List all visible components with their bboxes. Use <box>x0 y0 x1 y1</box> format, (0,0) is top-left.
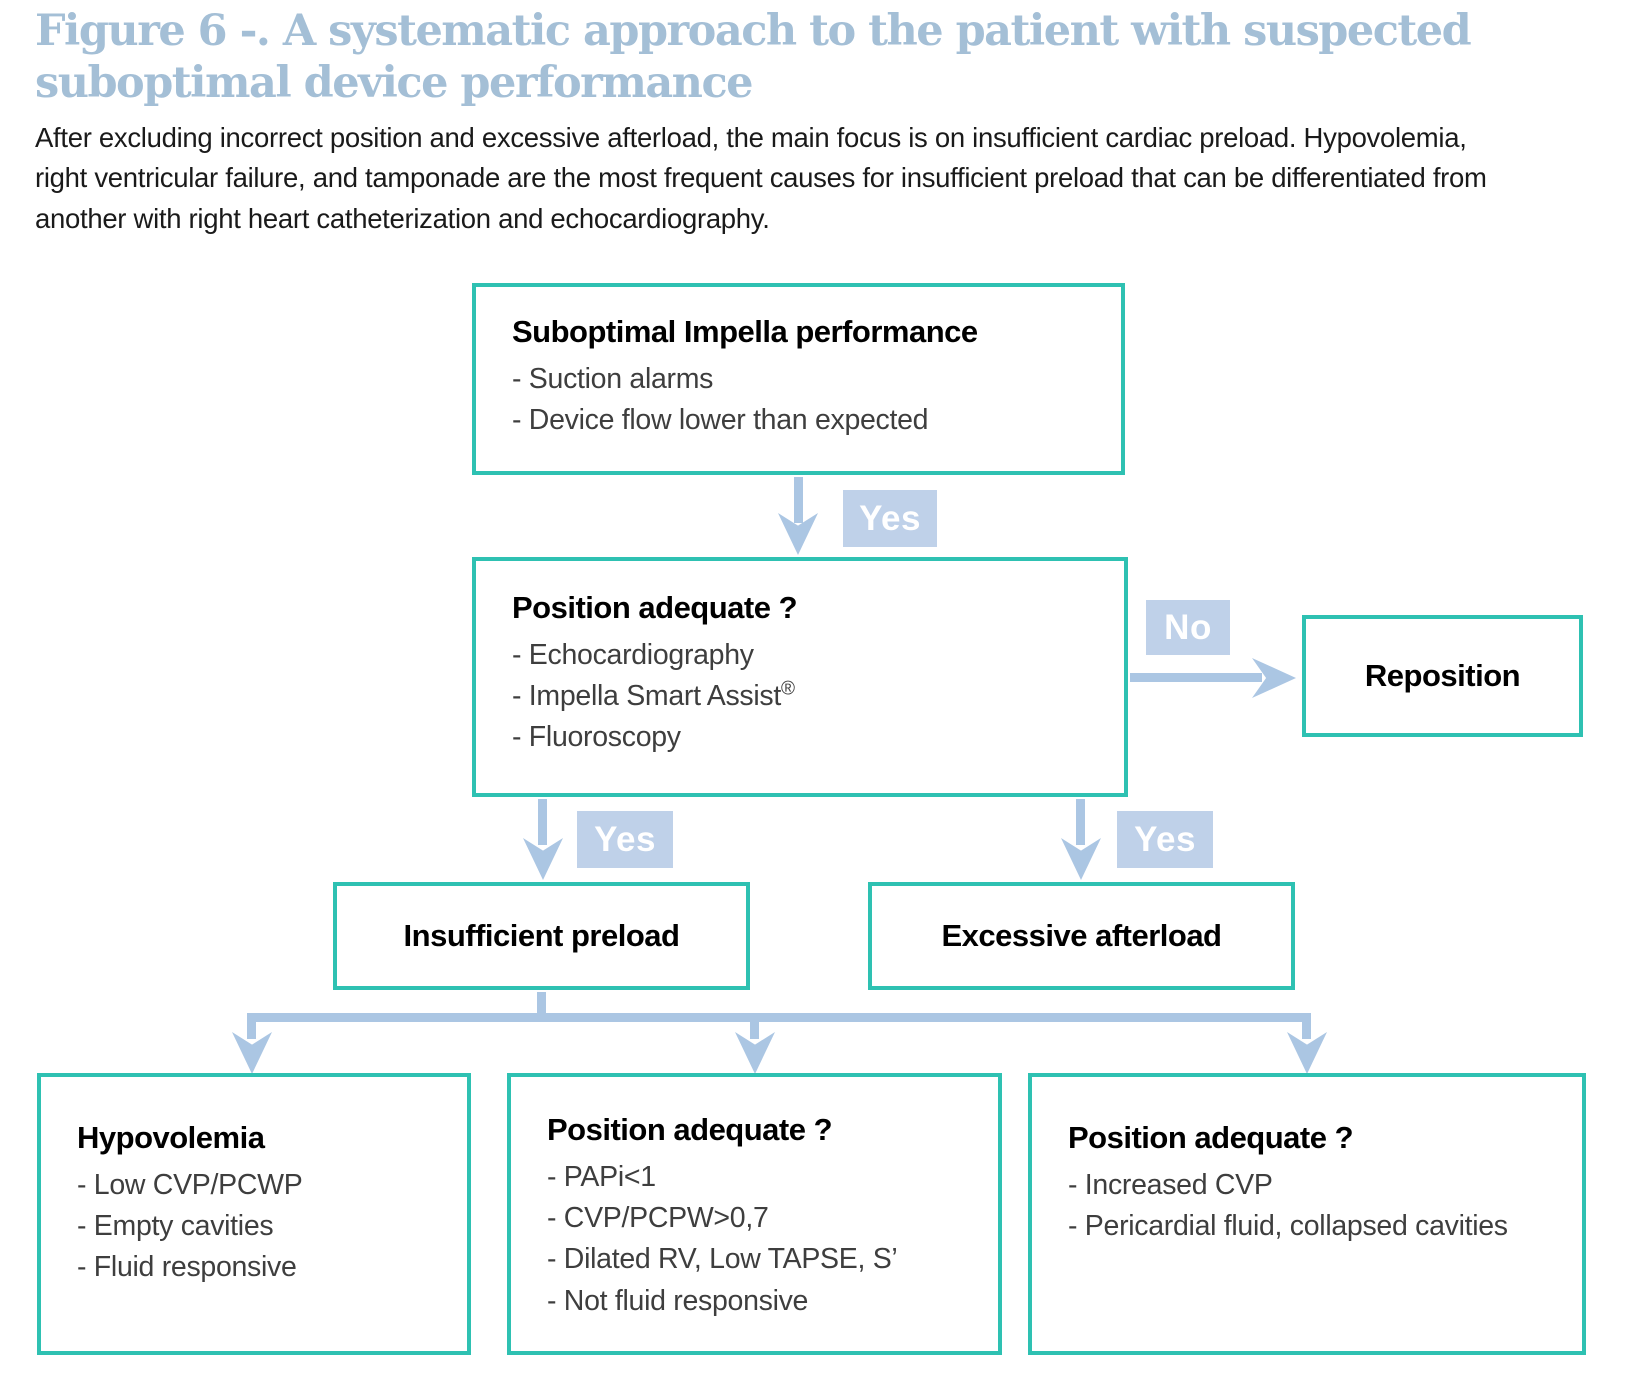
node-item: - Suction alarms <box>512 362 714 395</box>
node-item: - Fluoroscopy <box>512 721 681 754</box>
node-title: Position adequate ? <box>1068 1120 1354 1155</box>
node-title: Suboptimal Impella performance <box>512 314 978 349</box>
connector-branch-left <box>247 1013 256 1039</box>
node-rv-failure-criteria: Position adequate ? - PAPi<1 - CVP/PCPW>… <box>507 1073 1002 1355</box>
figure-title: Figure 6 -. A systematic approach to the… <box>35 6 1472 108</box>
connector-down-top <box>794 477 803 523</box>
connector-down-right <box>1076 799 1085 845</box>
node-title: Excessive afterload <box>941 917 1222 953</box>
node-item: - Impella Smart Assist® <box>512 678 795 713</box>
node-item: - Dilated RV, Low TAPSE, S’ <box>547 1243 898 1276</box>
edge-label-no: No <box>1146 600 1230 655</box>
registered-trademark-symbol: ® <box>780 678 795 700</box>
connector-branch-right <box>1302 1013 1311 1039</box>
node-title: Reposition <box>1364 657 1521 693</box>
node-suboptimal-performance: Suboptimal Impella performance - Suction… <box>472 283 1125 475</box>
connector-right-no <box>1130 673 1262 682</box>
node-tamponade-criteria: Position adequate ? - Increased CVP - Pe… <box>1028 1073 1586 1355</box>
connector-stub <box>537 992 546 1017</box>
node-item: - PAPi<1 <box>547 1160 656 1193</box>
node-item: - Not fluid responsive <box>547 1284 809 1317</box>
node-title: Position adequate ? <box>512 590 798 625</box>
node-item: - Low CVP/PCWP <box>77 1168 303 1201</box>
node-item: - Empty cavities <box>77 1210 274 1243</box>
node-item: - Echocardiography <box>512 638 754 671</box>
edge-label-yes-left: Yes <box>577 811 673 868</box>
edge-label-yes-top: Yes <box>843 490 937 547</box>
connector-down-left <box>538 799 547 845</box>
figure-intro-text: After excluding incorrect position and e… <box>35 122 1487 234</box>
node-title: Hypovolemia <box>77 1120 265 1155</box>
node-title: Insufficient preload <box>403 917 680 953</box>
node-item: - Pericardial fluid, collapsed cavities <box>1068 1210 1508 1243</box>
node-position-adequate: Position adequate ? - Echocardiography -… <box>472 557 1128 797</box>
node-reposition: Reposition <box>1302 615 1583 737</box>
edge-label-yes-right: Yes <box>1117 811 1213 868</box>
connector-branch-middle <box>750 1013 759 1039</box>
connector-horizontal <box>248 1013 1311 1022</box>
node-hypovolemia: Hypovolemia - Low CVP/PCWP - Empty cavit… <box>37 1073 471 1355</box>
node-item: - Increased CVP <box>1068 1168 1273 1201</box>
node-item: - CVP/PCPW>0,7 <box>547 1202 769 1235</box>
node-item: - Fluid responsive <box>77 1251 297 1284</box>
node-insufficient-preload: Insufficient preload <box>333 882 750 990</box>
node-item: - Device flow lower than expected <box>512 404 929 437</box>
node-excessive-afterload: Excessive afterload <box>868 882 1295 990</box>
node-title: Position adequate ? <box>547 1112 833 1147</box>
